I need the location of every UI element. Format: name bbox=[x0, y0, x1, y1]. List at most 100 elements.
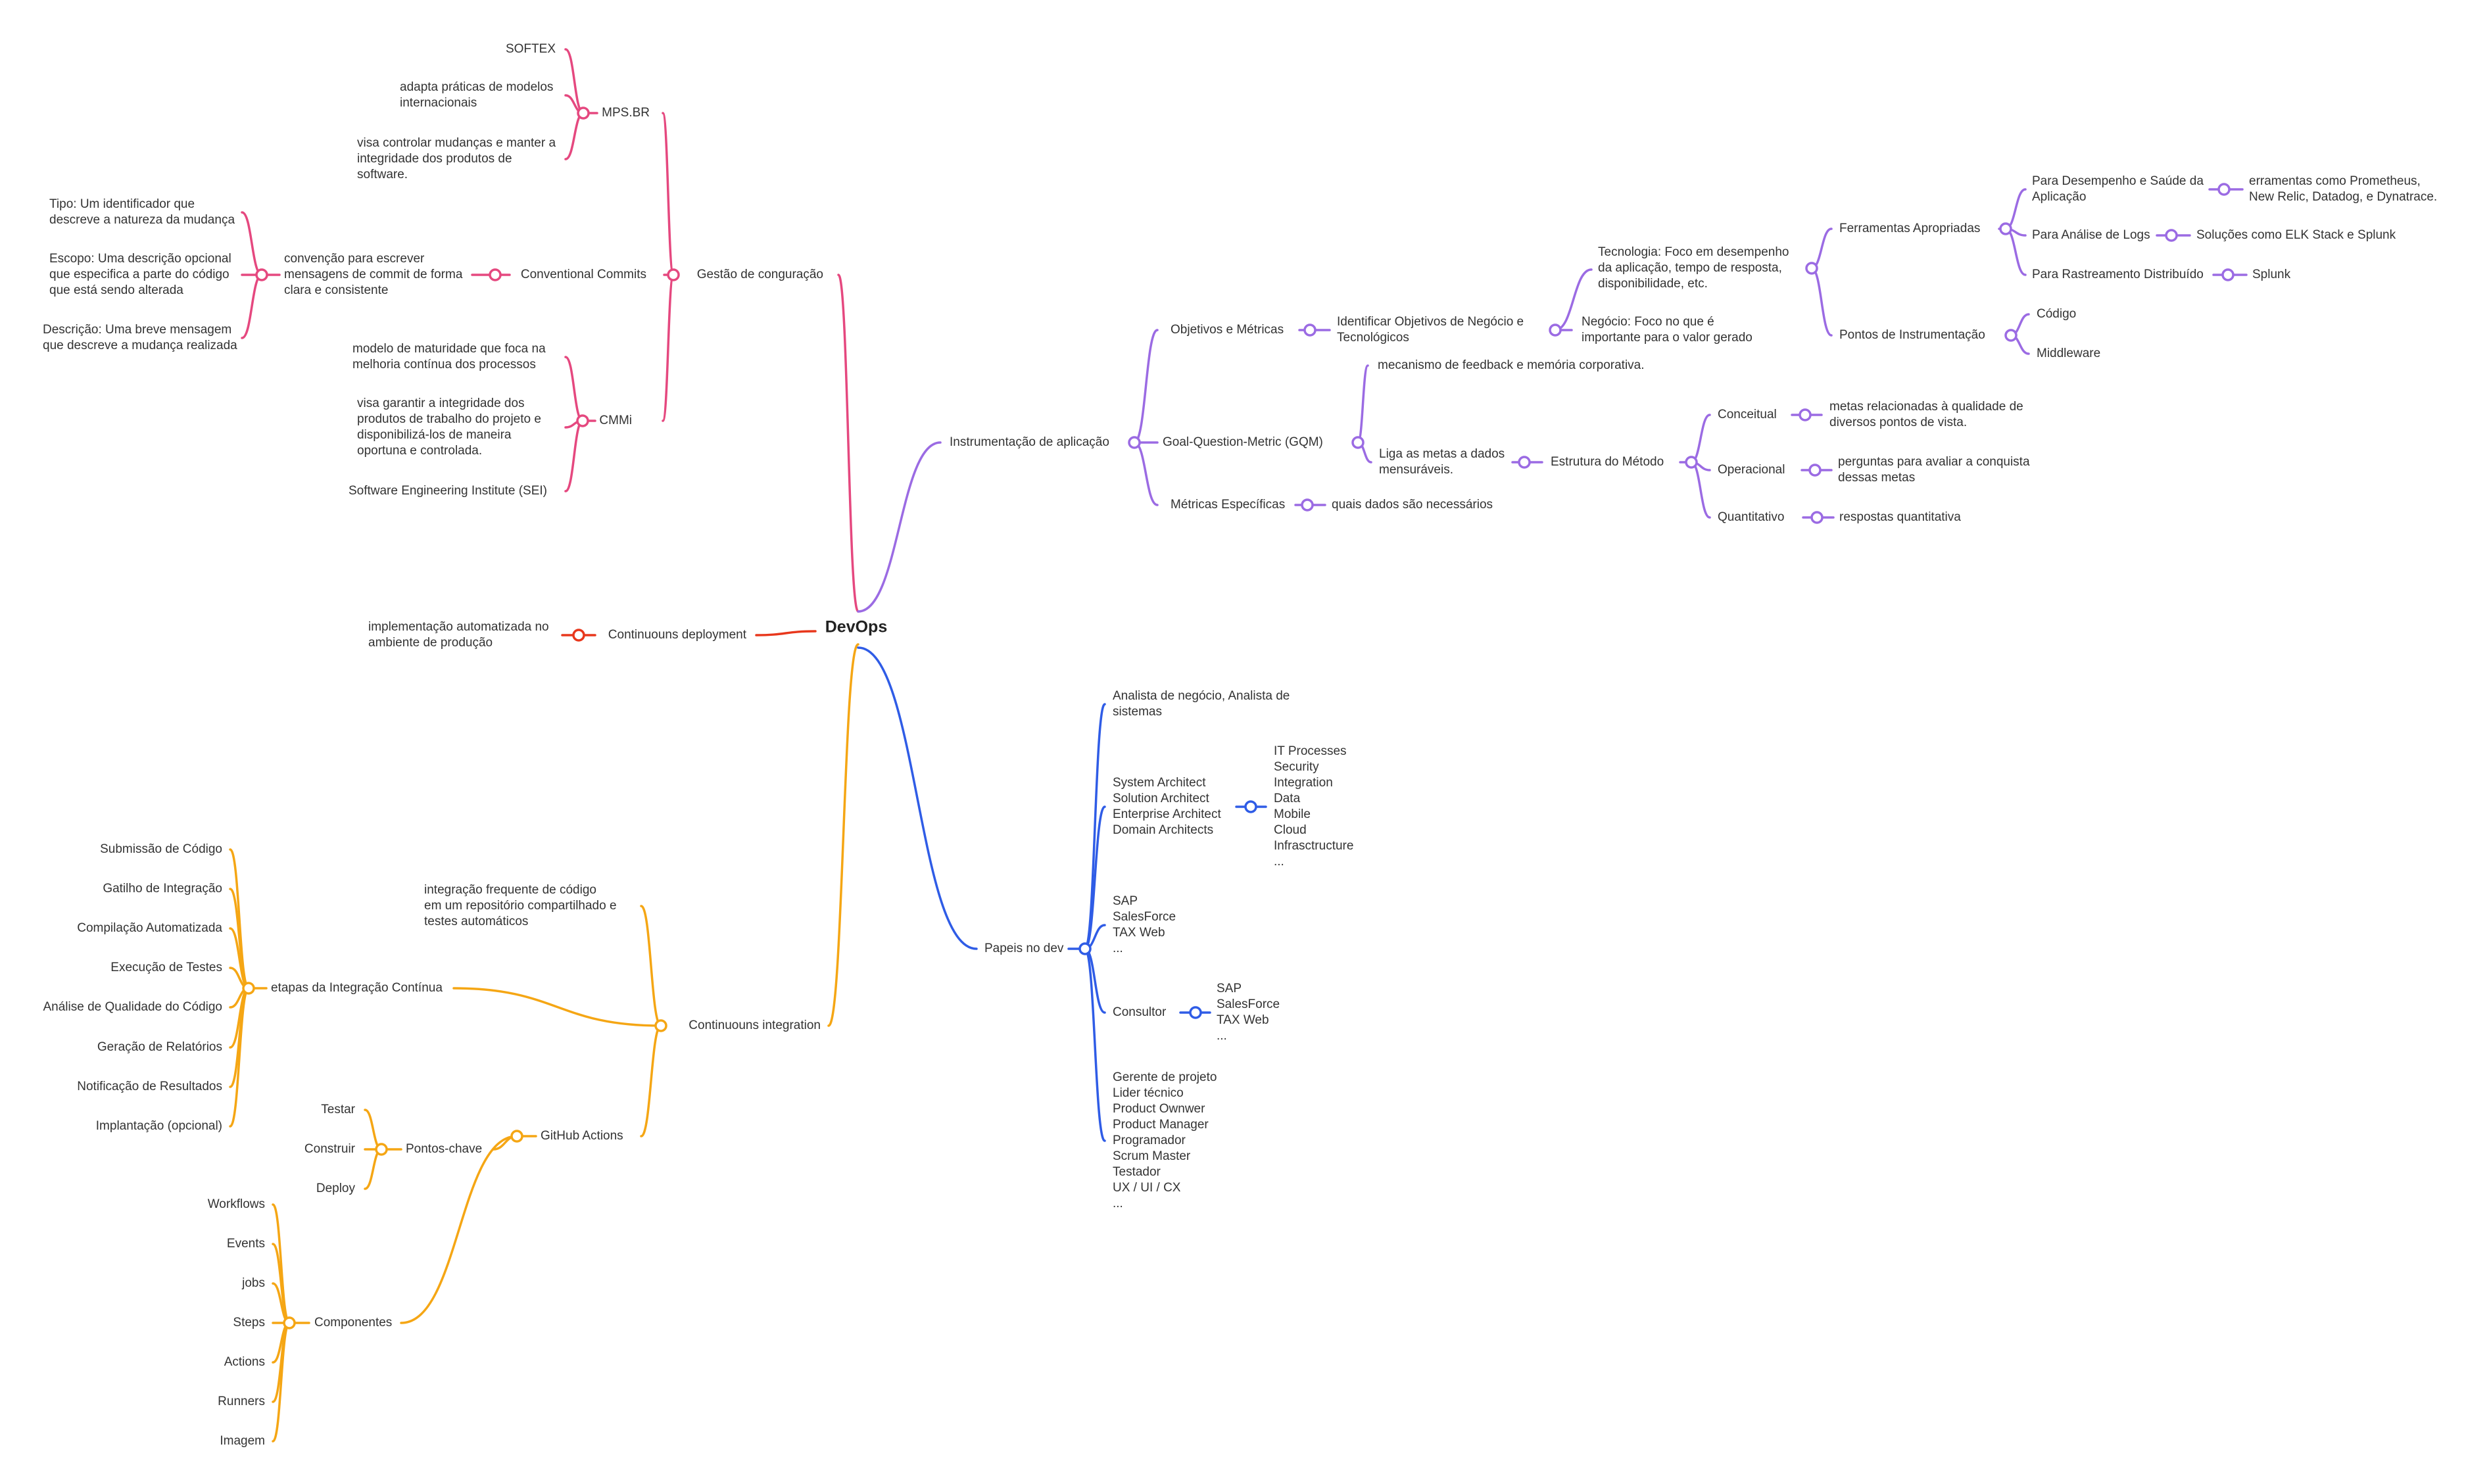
node-integration-etapas-items-2[interactable]: Compilação Automatizada bbox=[77, 921, 222, 935]
node-gestao-cmmi-sei[interactable]: Software Engineering Institute (SEI) bbox=[349, 484, 547, 498]
node-toggle-dot[interactable] bbox=[1078, 942, 1092, 955]
node-instrumentacao-objetivos-pontos-label[interactable]: Pontos de Instrumentação bbox=[1839, 328, 1985, 342]
node-gestao-mps-label[interactable]: MPS.BR bbox=[602, 106, 650, 120]
node-instrumentacao-gqm-quantitativo[interactable]: Quantitativo bbox=[1718, 510, 1784, 524]
node-instrumentacao-gqm-conceitual[interactable]: Conceitual bbox=[1718, 408, 1777, 421]
node-integration-github-componentes-label[interactable]: Componentes bbox=[314, 1316, 392, 1329]
node-instrumentacao-gqm-operacional[interactable]: Operacional bbox=[1718, 463, 1785, 477]
node-gestao-cc-label[interactable]: Conventional Commits bbox=[521, 268, 646, 281]
node-toggle-dot[interactable] bbox=[1799, 408, 1812, 421]
node-instrumentacao-objetivos-label[interactable]: Objetivos e Métricas bbox=[1171, 323, 1284, 337]
node-gestao-mps-softex[interactable]: SOFTEX bbox=[506, 42, 556, 56]
node-gestao-label[interactable]: Gestão de conguração bbox=[697, 268, 823, 281]
node-toggle-dot[interactable] bbox=[489, 268, 502, 281]
node-integration-etapas-items-3[interactable]: Execução de Testes bbox=[110, 961, 222, 974]
node-instrumentacao-metricas-label[interactable]: Métricas Específicas bbox=[1171, 498, 1285, 512]
node-integration-github-componentes-items-0[interactable]: Workflows bbox=[208, 1197, 265, 1211]
node-toggle-dot[interactable] bbox=[577, 107, 590, 120]
node-integration-github-pontos-items-0[interactable]: Testar bbox=[321, 1103, 355, 1116]
node-toggle-dot[interactable] bbox=[1244, 800, 1257, 813]
node-root[interactable]: DevOps bbox=[825, 618, 887, 636]
node-integration-etapas-items-4[interactable]: Análise de Qualidade do Código bbox=[43, 1000, 222, 1014]
node-instrumentacao-gqm-quantitativo-desc[interactable]: respostas quantitativa bbox=[1839, 510, 1961, 524]
node-instrumentacao-gqm-estrutura[interactable]: Estrutura do Método bbox=[1551, 455, 1664, 469]
node-toggle-dot[interactable] bbox=[1351, 436, 1365, 449]
node-toggle-dot[interactable] bbox=[576, 414, 589, 427]
node-instrumentacao-objetivos-ferramentas-logs-tools[interactable]: Soluções como ELK Stack e Splunk bbox=[2196, 228, 2396, 242]
node-toggle-dot[interactable] bbox=[667, 268, 680, 281]
node-integration-etapas-items-5[interactable]: Geração de Relatórios bbox=[97, 1040, 222, 1054]
node-integration-etapas-items-6[interactable]: Notificação de Resultados bbox=[77, 1080, 222, 1093]
node-toggle-dot[interactable] bbox=[1518, 456, 1531, 469]
node-toggle-dot[interactable] bbox=[1301, 498, 1314, 512]
node-integration-github-label[interactable]: GitHub Actions bbox=[541, 1129, 623, 1143]
node-toggle-dot[interactable] bbox=[1999, 222, 2012, 235]
node-integration-github-componentes-items-6[interactable]: Imagem bbox=[220, 1434, 265, 1448]
node-integration-etapas-label[interactable]: etapas da Integração Contínua bbox=[271, 981, 443, 995]
node-instrumentacao-objetivos-ferramentas-label[interactable]: Ferramentas Apropriadas bbox=[1839, 222, 1980, 235]
node-instrumentacao-metricas-desc[interactable]: quais dados são necessários bbox=[1332, 498, 1493, 512]
node-toggle-dot[interactable] bbox=[1810, 511, 1824, 524]
node-integration-github-componentes-items-5[interactable]: Runners bbox=[218, 1395, 265, 1408]
node-gestao-cmmi-label[interactable]: CMMi bbox=[599, 414, 632, 427]
node-instrumentacao-objetivos-pontos-items-1[interactable]: Middleware bbox=[2037, 347, 2100, 360]
node-instrumentacao-objetivos-ferramentas-rastreamento[interactable]: Para Rastreamento Distribuído bbox=[2032, 268, 2204, 281]
node-toggle-dot[interactable] bbox=[375, 1143, 388, 1156]
node-instrumentacao-objetivos-ferramentas-rastreamento-tools[interactable]: Splunk bbox=[2252, 268, 2291, 281]
node-toggle-dot[interactable] bbox=[1303, 323, 1317, 337]
node-integration-github-pontos-items-2[interactable]: Deploy bbox=[316, 1182, 356, 1195]
node-papeis-label[interactable]: Papeis no dev bbox=[984, 942, 1064, 955]
node-toggle-dot[interactable] bbox=[1189, 1006, 1202, 1019]
node-toggle-dot[interactable] bbox=[1549, 323, 1562, 337]
node-integration-label[interactable]: Continuouns integration bbox=[689, 1018, 821, 1032]
node-toggle-dot[interactable] bbox=[2217, 183, 2231, 196]
node-toggle-dot[interactable] bbox=[1808, 464, 1822, 477]
node-instrumentacao-label[interactable]: Instrumentação de aplicação bbox=[950, 435, 1109, 449]
node-integration-etapas-items-0[interactable]: Submissão de Código bbox=[100, 842, 222, 856]
node-instrumentacao-gqm-mecanismo[interactable]: mecanismo de feedback e memória corporat… bbox=[1378, 358, 1645, 372]
node-integration-etapas-items-7[interactable]: Implantação (opcional) bbox=[96, 1119, 222, 1133]
node-integration-github-pontos-label[interactable]: Pontos-chave bbox=[406, 1142, 482, 1156]
node-toggle-dot[interactable] bbox=[242, 982, 255, 995]
node-instrumentacao-gqm-label[interactable]: Goal-Question-Metric (GQM) bbox=[1163, 435, 1323, 449]
node-integration-github-componentes-items-4[interactable]: Actions bbox=[224, 1355, 265, 1369]
node-instrumentacao-objetivos-ferramentas-desempenho-tools[interactable]: erramentas como Prometheus,New Relic, Da… bbox=[2249, 174, 2437, 204]
node-toggle-dot[interactable] bbox=[2221, 268, 2235, 281]
node-deployment-label[interactable]: Continuouns deployment bbox=[608, 628, 747, 642]
node-integration-github-componentes-items-3[interactable]: Steps bbox=[233, 1316, 265, 1329]
node-toggle-dot[interactable] bbox=[2004, 329, 2018, 342]
node-toggle-dot[interactable] bbox=[572, 629, 585, 642]
node-toggle-dot[interactable] bbox=[1805, 262, 1818, 275]
node-integration-github-componentes-items-2[interactable]: jobs bbox=[241, 1276, 265, 1290]
node-papeis-consultor[interactable]: Consultor bbox=[1113, 1005, 1167, 1019]
node-toggle-dot[interactable] bbox=[1685, 456, 1698, 469]
node-integration-github-pontos-items-1[interactable]: Construir bbox=[304, 1142, 356, 1156]
node-integration-github-componentes-items-1[interactable]: Events bbox=[227, 1237, 265, 1251]
node-toggle-dot[interactable] bbox=[255, 268, 268, 281]
node-toggle-dot[interactable] bbox=[283, 1316, 296, 1329]
node-integration-etapas-items-1[interactable]: Gatilho de Integração bbox=[103, 882, 222, 896]
node-toggle-dot[interactable] bbox=[2165, 229, 2178, 242]
